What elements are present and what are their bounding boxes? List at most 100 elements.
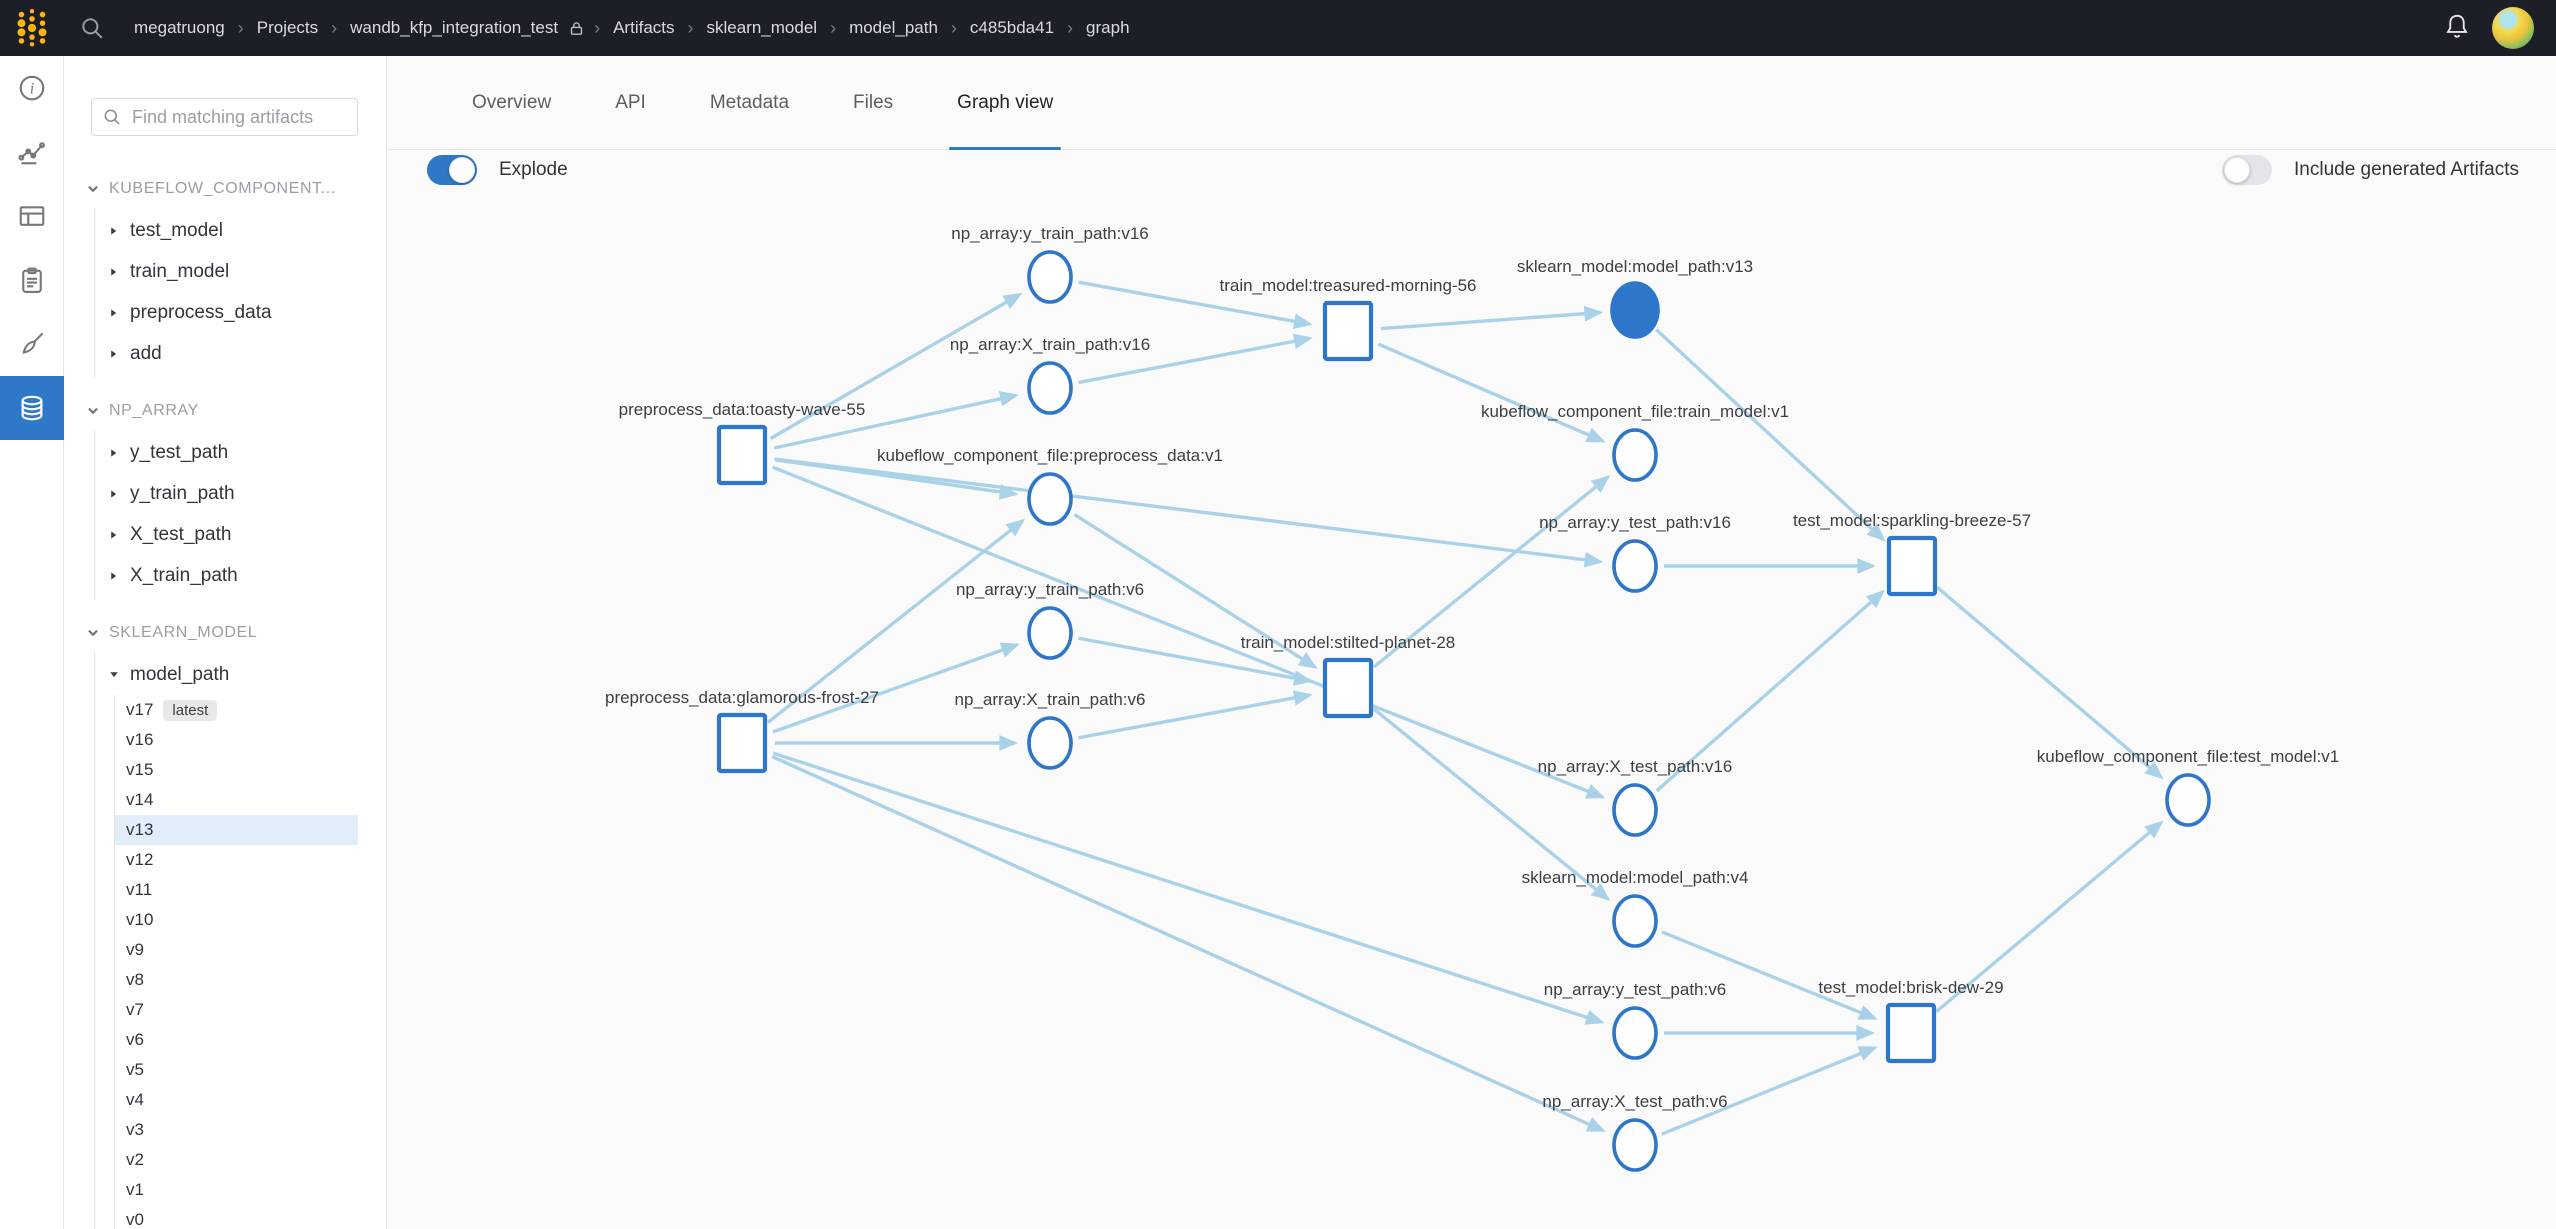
tab-files[interactable]: Files [853,91,894,113]
tree-item-X_test_path[interactable]: X_test_path [95,514,386,555]
global-search-icon[interactable] [72,8,112,48]
version-row-v16[interactable]: v16 [115,725,358,755]
version-row-v6[interactable]: v6 [115,1025,358,1055]
rail-item-artifacts-database-icon[interactable] [0,376,64,440]
breadcrumb-item-graph[interactable]: graph [1086,18,1130,37]
artifact-node-circle[interactable] [2165,773,2211,827]
tree-item-y_test_path[interactable]: y_test_path [95,432,386,473]
version-row-v3[interactable]: v3 [115,1115,358,1145]
run-node-square[interactable] [1322,657,1374,719]
tree-item-add[interactable]: add [95,333,386,374]
artifact-node-circle[interactable] [1612,539,1658,593]
include-generated-artifacts-toggle[interactable] [2222,155,2272,185]
artifact-node-circle[interactable] [1612,1118,1658,1172]
graph-node-np_array:y_train_path:v6[interactable]: np_array:y_train_path:v6 [956,580,1144,660]
graph-node-preprocess_data:glamorous-frost-27[interactable]: preprocess_data:glamorous-frost-27 [605,688,879,774]
caret-right-icon [111,267,117,276]
tree-item-label: y_test_path [130,441,229,463]
version-label: v4 [126,1090,144,1109]
artifact-search-input[interactable] [132,106,347,128]
tree-item-y_train_path[interactable]: y_train_path [95,473,386,514]
breadcrumb-item-megatruong[interactable]: megatruong [134,18,225,37]
rail-item-table-icon[interactable] [0,184,64,248]
version-row-v2[interactable]: v2 [115,1145,358,1175]
graph-node-preprocess_data:toasty-wave-55[interactable]: preprocess_data:toasty-wave-55 [619,400,866,486]
version-row-v14[interactable]: v14 [115,785,358,815]
tab-overview[interactable]: Overview [472,91,552,113]
version-row-v9[interactable]: v9 [115,935,358,965]
artifact-node-circle[interactable] [1027,606,1073,660]
breadcrumb-item-sklearn_model[interactable]: sklearn_model [706,18,818,37]
tree-item-test_model[interactable]: test_model [95,210,386,251]
version-row-v15[interactable]: v15 [115,755,358,785]
run-node-square[interactable] [716,712,768,774]
version-row-v8[interactable]: v8 [115,965,358,995]
tree-item-train_model[interactable]: train_model [95,251,386,292]
version-row-v4[interactable]: v4 [115,1085,358,1115]
graph-node-sklearn_model:model_path:v13[interactable]: sklearn_model:model_path:v13 [1517,257,1753,339]
notifications-bell-icon[interactable] [2442,11,2472,46]
version-row-v11[interactable]: v11 [115,875,358,905]
tree-section-header[interactable]: SKLEARN_MODEL [64,614,386,652]
user-avatar[interactable] [2492,7,2534,49]
tree-item-X_train_path[interactable]: X_train_path [95,555,386,596]
graph-node-kubeflow_component_file:preprocess_data:v1[interactable]: kubeflow_component_file:preprocess_data:… [877,446,1223,526]
version-row-v13[interactable]: v13 [115,815,358,845]
graph-node-kubeflow_component_file:test_model:v1[interactable]: kubeflow_component_file:test_model:v1 [2037,747,2339,827]
tab-api[interactable]: API [615,91,646,113]
artifact-node-circle[interactable] [1612,894,1658,948]
tree-section-header[interactable]: NP_ARRAY [64,392,386,430]
artifact-node-circle[interactable] [1612,783,1658,837]
explode-toggle[interactable] [427,155,477,185]
graph-node-np_array:y_test_path:v6[interactable]: np_array:y_test_path:v6 [1544,980,1726,1060]
graph-node-test_model:sparkling-breeze-57[interactable]: test_model:sparkling-breeze-57 [1793,511,2031,597]
lock-icon [568,20,585,37]
graph-node-train_model:treasured-morning-56[interactable]: train_model:treasured-morning-56 [1219,276,1477,362]
rail-item-sweeps-broom-icon[interactable] [0,312,64,376]
rail-item-logs-clipboard-icon[interactable] [0,248,64,312]
artifact-node-circle[interactable] [1027,361,1073,415]
breadcrumb-item-Artifacts[interactable]: Artifacts [613,18,675,37]
graph-node-np_array:y_test_path:v16[interactable]: np_array:y_test_path:v16 [1539,513,1731,593]
graph-node-train_model:stilted-planet-28[interactable]: train_model:stilted-planet-28 [1241,633,1456,719]
artifact-node-circle[interactable] [1612,428,1658,482]
tree-item-model_path[interactable]: model_path [95,654,386,695]
graph-node-np_array:X_train_path:v6[interactable]: np_array:X_train_path:v6 [955,690,1146,770]
run-node-square[interactable] [1322,300,1374,362]
artifact-node-circle[interactable] [1612,1006,1658,1060]
tree-section-header[interactable]: KUBEFLOW_COMPONENT... [64,170,386,208]
breadcrumb-item-model_path[interactable]: model_path [849,18,938,37]
version-row-v1[interactable]: v1 [115,1175,358,1205]
graph-node-np_array:X_train_path:v16[interactable]: np_array:X_train_path:v16 [950,335,1150,415]
artifact-node-circle[interactable] [1027,472,1073,526]
breadcrumb-item-wandb_kfp_integration_test[interactable]: wandb_kfp_integration_test [350,18,559,37]
graph-node-np_array:X_test_path:v6[interactable]: np_array:X_test_path:v6 [1542,1092,1728,1172]
breadcrumb-item-Projects[interactable]: Projects [256,18,319,37]
graph-node-np_array:X_test_path:v16[interactable]: np_array:X_test_path:v16 [1538,757,1733,837]
artifact-node-circle[interactable] [1027,250,1073,304]
run-node-square[interactable] [716,424,768,486]
graph-node-test_model:brisk-dew-29[interactable]: test_model:brisk-dew-29 [1818,978,2004,1064]
tree-section-label: NP_ARRAY [109,402,199,419]
artifact-node-circle[interactable] [1027,716,1073,770]
version-row-v0[interactable]: v0 [115,1205,358,1229]
breadcrumb-item-c485bda41[interactable]: c485bda41 [969,18,1055,37]
graph-node-kubeflow_component_file:train_model:v1[interactable]: kubeflow_component_file:train_model:v1 [1481,402,1789,482]
wandb-logo-icon[interactable] [0,0,64,56]
tree-item-preprocess_data[interactable]: preprocess_data [95,292,386,333]
rail-item-workspace-chart-icon[interactable] [0,120,64,184]
tab-graph-view[interactable]: Graph view [949,56,1062,150]
version-row-v5[interactable]: v5 [115,1055,358,1085]
rail-item-info-icon[interactable]: i [0,56,64,120]
tab-metadata[interactable]: Metadata [709,91,790,113]
graph-node-label: test_model:sparkling-breeze-57 [1793,511,2031,530]
version-row-v12[interactable]: v12 [115,845,358,875]
artifact-node-circle[interactable] [1610,281,1660,339]
version-row-v10[interactable]: v10 [115,905,358,935]
graph-node-np_array:y_train_path:v16[interactable]: np_array:y_train_path:v16 [951,224,1149,304]
run-node-square[interactable] [1885,1002,1937,1064]
version-row-v7[interactable]: v7 [115,995,358,1025]
run-node-square[interactable] [1886,535,1938,597]
graph-node-sklearn_model:model_path:v4[interactable]: sklearn_model:model_path:v4 [1522,868,1749,948]
